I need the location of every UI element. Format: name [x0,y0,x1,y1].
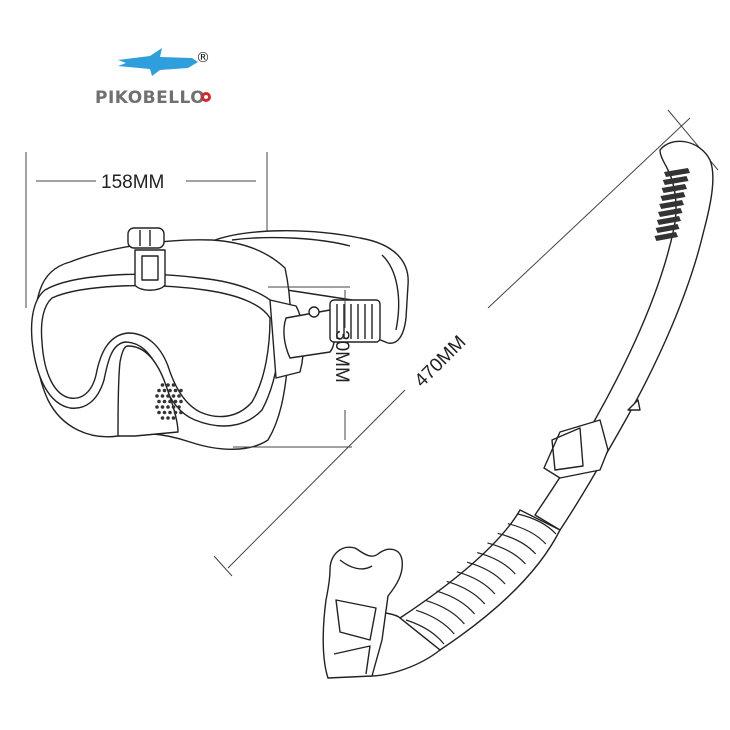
snorkel-length-label: 470MM [411,332,471,392]
top-vent-slot [662,176,689,185]
snorkel-flex-tube [399,509,561,651]
camera-mount [127,227,166,291]
mask-lens-inner [40,284,271,418]
top-vent-slot [660,192,686,201]
vent-hole [162,410,167,415]
snorkel-valve-mark [627,399,641,411]
brand-logo: PIKOBELLO ® [95,48,211,108]
vent-hole [173,399,178,404]
snorkel-mouthpiece [322,546,403,679]
snorkel-corrugations [405,513,557,645]
corrugation-rib [466,561,506,585]
vent-hole [157,410,161,415]
vent-hole [168,410,172,415]
vent-hole [166,416,170,420]
top-vent-slot [655,224,680,233]
vent-hole [160,405,165,409]
corrugation-rib [477,551,516,575]
corrugation-rib [497,532,537,555]
vent-hole [168,399,172,404]
vent-hole [160,394,165,398]
vent-hole [168,388,172,393]
corrugation-rib [426,600,465,625]
top-vent-slot [661,184,687,193]
corrugation-rib [405,619,445,645]
strap-buckle [283,299,381,359]
vent-hole [166,394,170,398]
top-vent-slot [656,216,681,225]
corrugation-rib [446,580,486,605]
vent-hole [173,410,178,415]
vent-hole [179,388,183,393]
mask-drawing [30,227,409,450]
top-vent-slot [664,168,690,177]
snorkel-keeper-clip [543,419,609,479]
corrugation-rib [507,523,547,545]
mask-nose-pocket [117,345,179,437]
mask-depth-label: 30MM [331,330,352,383]
mask-width-label: 158MM [101,172,164,193]
vent-hole [162,388,167,393]
vent-hole [173,388,178,393]
vent-hole [171,383,176,387]
vent-hole [160,383,165,387]
vent-hole [179,399,183,404]
corrugation-rib [487,542,526,565]
corrugation-rib [436,590,476,615]
vent-hole [157,399,161,404]
snorkel-drawing [322,140,714,679]
mask-depth-dimension [233,286,352,448]
snorkel-top-vents [654,168,690,241]
brand-name: PIKOBELLO [95,88,205,108]
top-vent-slot [658,208,683,217]
vent-hole [171,394,176,398]
top-vent-slot [654,232,678,241]
vent-hole [177,394,181,398]
vent-hole [155,394,159,398]
mask-nose-vents [155,383,183,420]
corrugation-rib [456,571,496,595]
vent-hole [177,405,181,409]
vent-hole [166,405,170,409]
brand-dot-inner [204,95,208,99]
registered-mark: ® [196,50,210,66]
vent-hole [157,388,161,393]
corrugation-rib [416,609,455,635]
vent-hole [171,405,176,409]
vent-hole [171,416,176,420]
vent-hole [162,399,167,404]
top-vent-slot [659,200,684,209]
fish-icon [118,48,198,76]
vent-hole [179,410,183,415]
vent-hole [155,405,159,409]
vent-hole [166,383,170,387]
snorkel-length-dimension [213,109,719,577]
vent-hole [160,416,165,420]
corrugation-rib [517,513,557,535]
